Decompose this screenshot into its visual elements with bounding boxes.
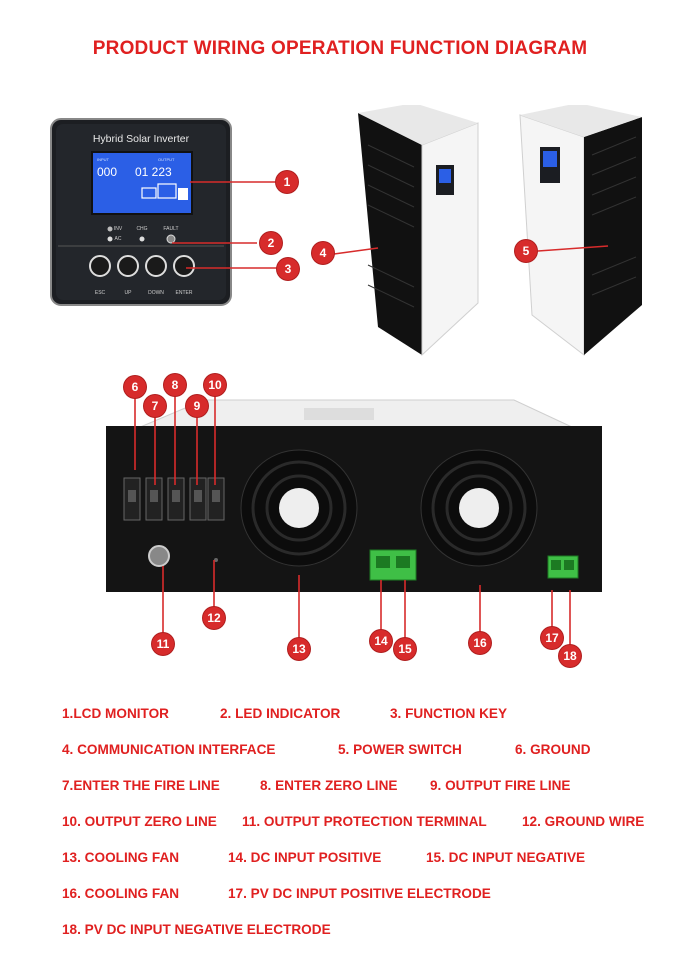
inverter-bottom-view — [106, 399, 602, 592]
legend-item: 7.ENTER THE FIRE LINE — [62, 778, 220, 793]
legend-item: 17. PV DC INPUT POSITIVE ELECTRODE — [228, 886, 491, 901]
callout-1: 1 — [276, 171, 298, 193]
cooling-fan-right — [420, 449, 538, 567]
callout-16: 16 — [469, 632, 491, 654]
svg-text:ESC: ESC — [95, 290, 106, 296]
legend-item: 14. DC INPUT POSITIVE — [228, 850, 382, 865]
callout-11: 11 — [152, 633, 174, 655]
lcd-right-value: 01 223 — [135, 165, 172, 179]
inverter-side-view-left — [358, 105, 479, 357]
callout-7: 7 — [144, 395, 166, 417]
page-title: PRODUCT WIRING OPERATION FUNCTION DIAGRA… — [92, 38, 588, 59]
callout-8: 8 — [164, 374, 186, 396]
output-protection-terminal — [148, 545, 170, 567]
legend-item: 4. COMMUNICATION INTERFACE — [62, 742, 276, 757]
callout-12: 12 — [203, 607, 225, 629]
lcd-left-value: 000 — [97, 165, 117, 179]
legend-item: 6. GROUND — [515, 742, 591, 757]
legend-item: 11. OUTPUT PROTECTION TERMINAL — [242, 814, 487, 829]
svg-text:DOWN: DOWN — [148, 290, 164, 296]
svg-text:AC: AC — [115, 236, 122, 242]
legend-item: 3. FUNCTION KEY — [390, 706, 508, 721]
legend-item: 9. OUTPUT FIRE LINE — [430, 778, 571, 793]
svg-text:INV: INV — [114, 226, 123, 232]
svg-text:FAULT: FAULT — [163, 226, 178, 232]
svg-text:ENTER: ENTER — [176, 290, 193, 296]
svg-text:UP: UP — [125, 290, 133, 296]
callout-17: 17 — [541, 627, 563, 649]
callout-18: 18 — [559, 645, 581, 667]
legend-item: 10. OUTPUT ZERO LINE — [62, 814, 217, 829]
callout-6: 6 — [124, 376, 146, 398]
svg-text:CHG: CHG — [136, 226, 147, 232]
legend-item: 2. LED INDICATOR — [220, 706, 341, 721]
callout-13: 13 — [288, 638, 310, 660]
legend-item: 8. ENTER ZERO LINE — [260, 778, 398, 793]
legend-item: 1.LCD MONITOR — [62, 706, 169, 721]
callout-10: 10 — [204, 374, 226, 396]
callout-15: 15 — [394, 638, 416, 660]
control-panel-illustration: Hybrid Solar Inverter INPUT OUTPUT 000 0… — [50, 118, 232, 306]
legend-item: 15. DC INPUT NEGATIVE — [426, 850, 586, 865]
legend-item: 5. POWER SWITCH — [338, 742, 462, 757]
breaker-group — [123, 477, 225, 521]
svg-text:OUTPUT: OUTPUT — [158, 157, 175, 162]
callout-2: 2 — [260, 232, 282, 254]
legend-item: 12. GROUND WIRE — [522, 814, 645, 829]
callout-5: 5 — [515, 240, 537, 262]
callout-3: 3 — [277, 258, 299, 280]
legend-item: 13. COOLING FAN — [62, 850, 180, 865]
legend-item: 16. COOLING FAN — [62, 886, 180, 901]
legend-item: 18. PV DC INPUT NEGATIVE ELECTRODE — [62, 922, 331, 937]
svg-text:INPUT: INPUT — [97, 157, 110, 162]
cooling-fan-left — [240, 449, 358, 567]
callout-9: 9 — [186, 395, 208, 417]
callout-14: 14 — [370, 630, 392, 652]
lcd-screen — [91, 151, 193, 215]
panel-brand-label: Hybrid Solar Inverter — [93, 133, 190, 145]
inverter-side-view-right — [519, 105, 642, 357]
callout-4: 4 — [312, 242, 334, 264]
